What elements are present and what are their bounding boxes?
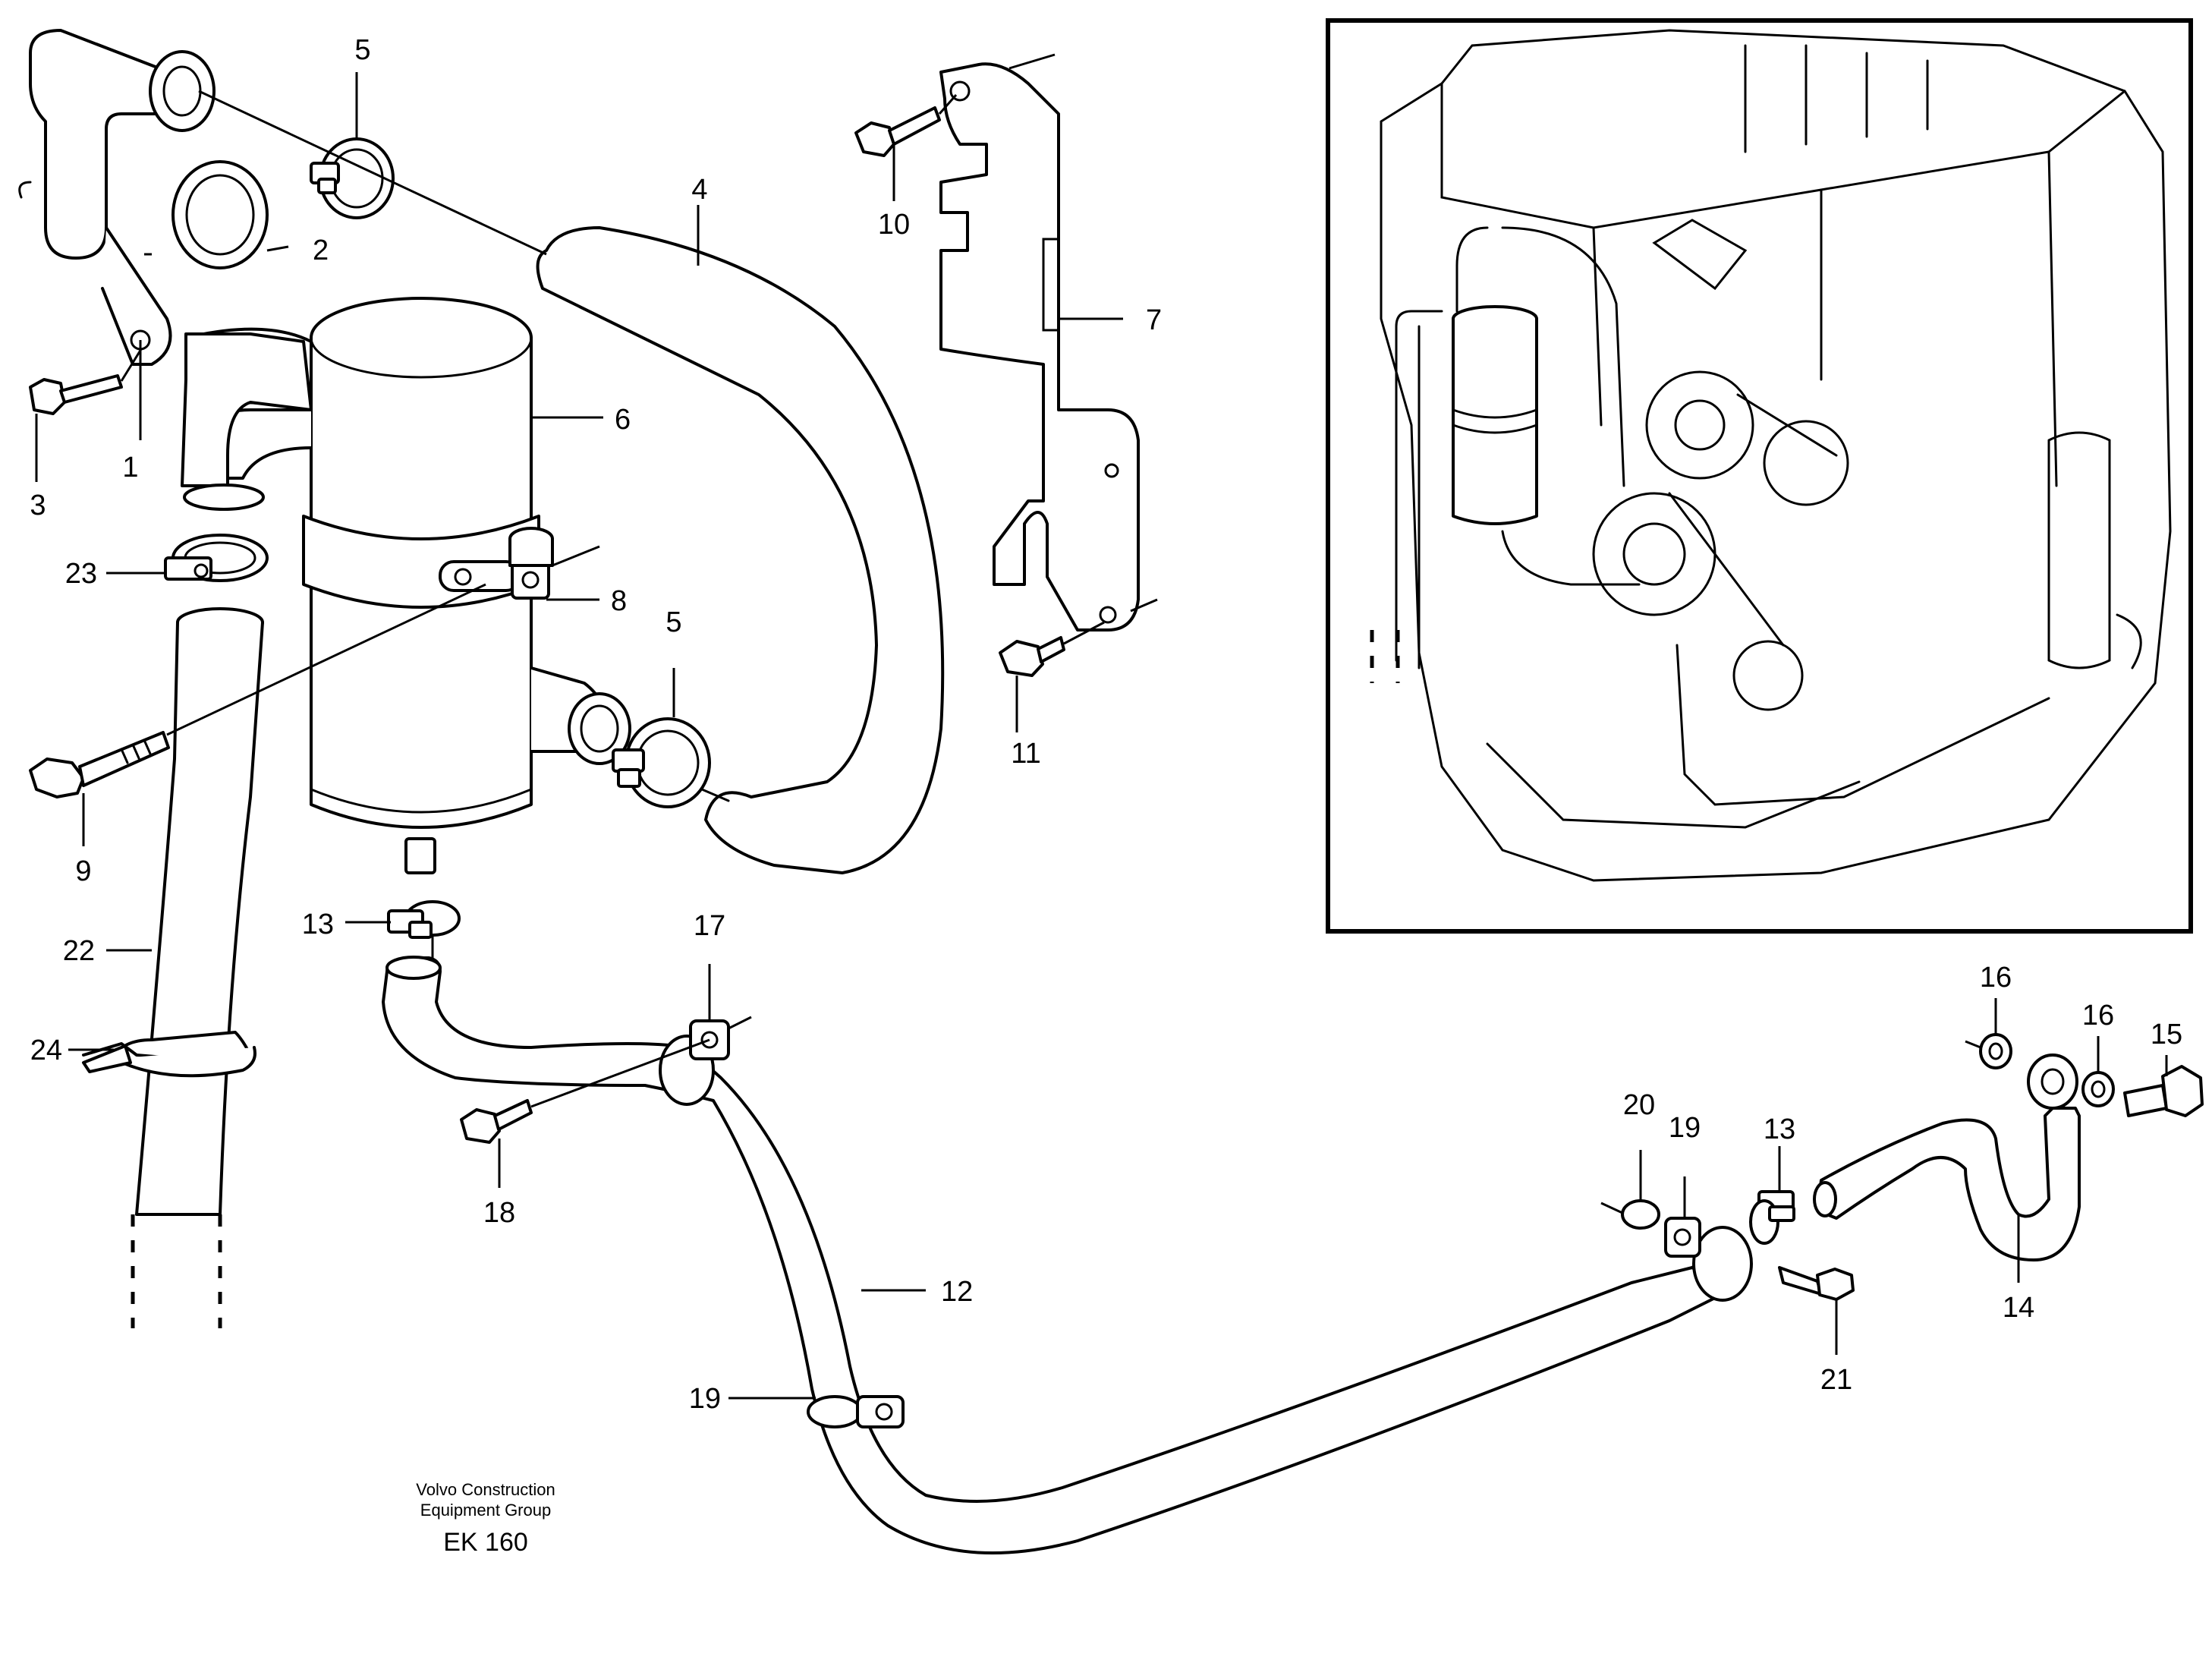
part-24-cable-tie: [82, 1031, 256, 1078]
part-19-hose-clip-right: [1664, 1217, 1753, 1302]
part-18-bolt: [460, 1099, 533, 1144]
callout-11: 11: [1011, 738, 1040, 770]
footer-caption: Volvo Construction Equipment Group EK 16…: [416, 1480, 555, 1557]
part-23-clamp: [164, 534, 269, 582]
part-13-small-clamp-right: [1749, 1190, 1795, 1245]
part-14-pipe: [1813, 1054, 2081, 1261]
part-11-bolt: [999, 636, 1065, 677]
callout-6: 6: [615, 404, 631, 436]
leader-lines: [35, 72, 2168, 1400]
callout-21: 21: [1820, 1364, 1852, 1396]
callout-16-right: 16: [2082, 1000, 2114, 1032]
callout-10: 10: [878, 209, 910, 241]
part-7-bracket: [939, 53, 1158, 631]
part-13-small-clamp-upper: [387, 900, 461, 939]
callout-19-lower: 19: [689, 1383, 721, 1415]
callout-9: 9: [75, 855, 91, 887]
part-4-hose: [536, 226, 945, 874]
part-5-clamp-lower: [612, 717, 711, 808]
engine-inset: [1326, 18, 2193, 934]
part-20-washer: [1600, 1199, 1660, 1230]
part-3-bolt: [29, 348, 143, 415]
company-name-line-1: Volvo Construction: [416, 1480, 555, 1499]
callout-13-upper: 13: [302, 909, 334, 940]
part-10-bolt: [854, 106, 941, 157]
part-9-long-bolt: [29, 731, 170, 798]
company-name-line-2: Equipment Group: [420, 1501, 551, 1520]
part-21-bolt: [1778, 1266, 1855, 1301]
part-22-hose: [131, 332, 313, 1328]
callout-5-lower: 5: [665, 606, 681, 638]
callout-23: 23: [65, 558, 97, 590]
part-16-washer-right: [2081, 1071, 2115, 1107]
part-12-hose: [382, 956, 1739, 1554]
callout-2: 2: [313, 235, 329, 266]
part-15-banjo-bolt: [2123, 1065, 2204, 1117]
callout-16-left: 16: [1980, 962, 2012, 994]
callout-24: 24: [30, 1035, 62, 1066]
callout-15: 15: [2151, 1019, 2182, 1050]
callout-7: 7: [1146, 304, 1162, 336]
callout-4: 4: [691, 174, 707, 206]
callout-8: 8: [611, 585, 627, 617]
drawing-code: EK 160: [443, 1528, 528, 1557]
part-1-elbow-pipe: [18, 29, 216, 366]
callout-18: 18: [483, 1197, 515, 1229]
callout-17: 17: [694, 910, 725, 942]
callout-14: 14: [2003, 1292, 2034, 1324]
callout-3: 3: [30, 490, 46, 521]
callout-1: 1: [122, 452, 138, 483]
part-19-hose-clip-lower: [807, 1395, 905, 1428]
callout-5-upper: 5: [354, 34, 370, 66]
callout-12: 12: [941, 1276, 973, 1308]
part-2-o-ring: [171, 160, 269, 269]
callout-19-right: 19: [1669, 1112, 1701, 1144]
part-8-band-clamp: [439, 527, 600, 600]
part-16-washer-left: [1965, 1033, 2012, 1069]
callout-20: 20: [1623, 1089, 1655, 1121]
callout-13-right: 13: [1764, 1113, 1795, 1145]
callout-labels: 1 2 3 4 5 5 6 7 8 9 10 11 12 13 13 14 15…: [30, 34, 2182, 1415]
part-17-hose-clip: [659, 1016, 752, 1106]
callout-22: 22: [63, 935, 95, 967]
